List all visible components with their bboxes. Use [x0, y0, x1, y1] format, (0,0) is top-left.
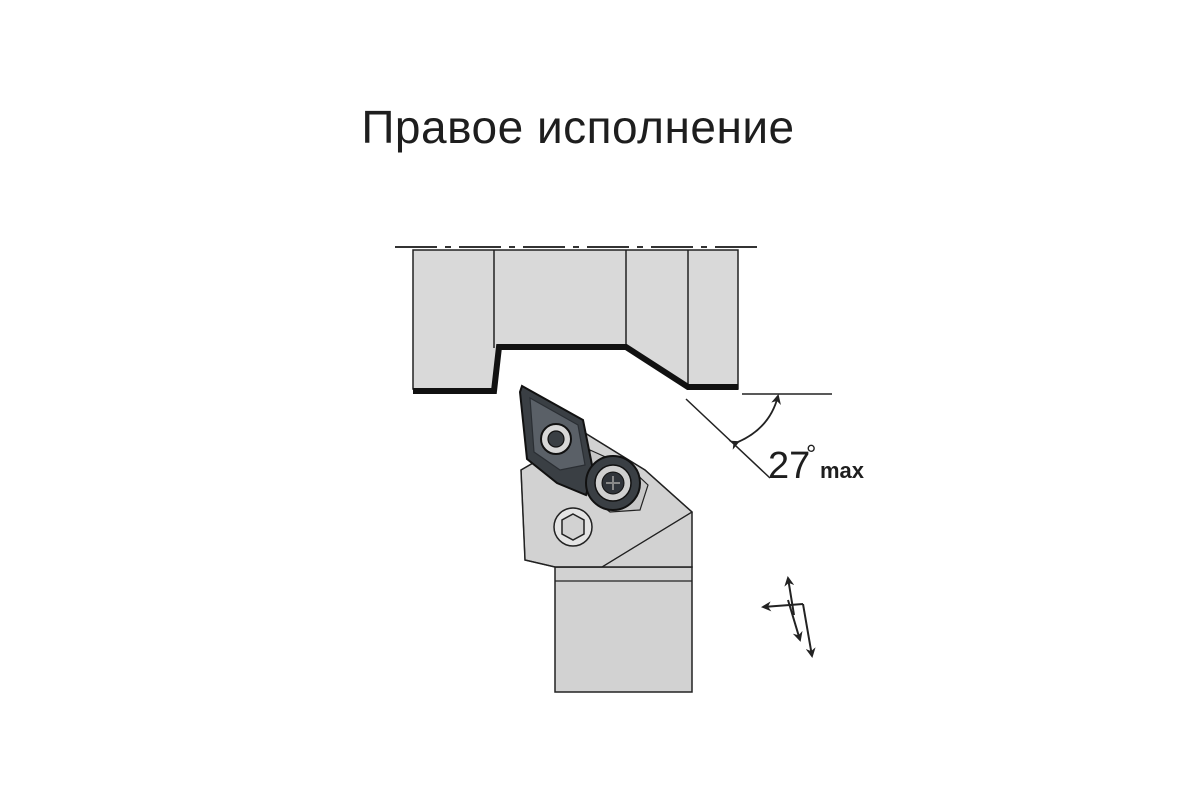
insert-screw-icon — [585, 455, 641, 511]
angle-dimension: 27 ° max — [685, 393, 865, 487]
machined-profile — [413, 344, 738, 394]
feed-direction-icon — [761, 576, 816, 658]
holder-shank — [554, 566, 693, 693]
workpiece — [395, 246, 765, 394]
angle-suffix: max — [820, 458, 865, 483]
clamp-screw-icon — [553, 507, 593, 547]
insert — [518, 384, 641, 511]
page-title: Правое исполнение — [361, 101, 795, 153]
workpiece-body — [412, 249, 739, 390]
angle-arc — [728, 394, 781, 450]
angle-value: 27 — [768, 445, 810, 487]
inclined-line — [685, 398, 771, 479]
angle-degree: ° — [806, 439, 816, 469]
